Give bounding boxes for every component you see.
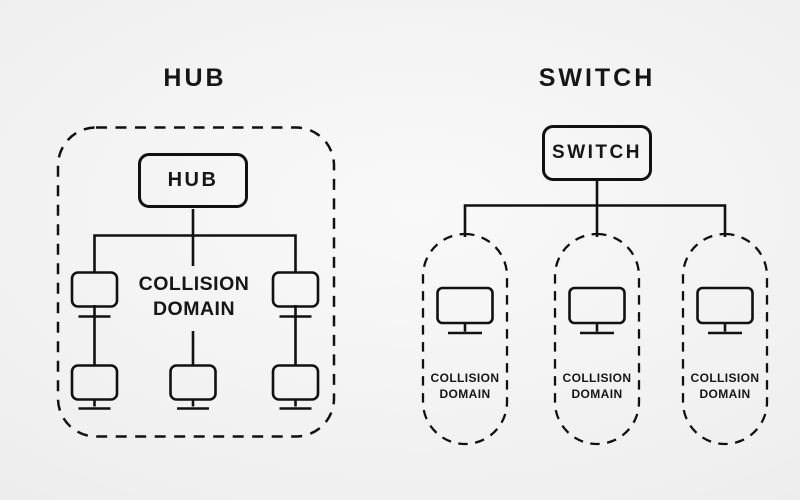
monitor-icon (436, 286, 494, 335)
monitor-icon (169, 364, 217, 410)
monitor-icon (568, 286, 626, 335)
monitor-icon (271, 271, 320, 318)
switch-connector-lines (463, 181, 727, 237)
switch-collision-domain-capsule (553, 232, 641, 446)
hub-device-box: HUB (138, 153, 248, 208)
switch-collision-domain-capsule (421, 232, 509, 446)
monitor-icon (271, 364, 320, 410)
hub-collision-domain-boundary (56, 126, 336, 438)
hub-device-label: HUB (167, 169, 219, 191)
switch-device-label: SWITCH (552, 142, 642, 163)
monitor-icon (70, 364, 119, 410)
switch-device-box: SWITCH (542, 125, 652, 181)
switch-section-title: SWITCH (538, 64, 656, 92)
monitor-icon (696, 286, 754, 335)
switch-collision-domain-label: COLLISION DOMAIN (690, 371, 760, 401)
hub-connector-lines (93, 209, 297, 366)
switch-collision-domain-label: COLLISION DOMAIN (562, 371, 632, 401)
switch-collision-domain-label: COLLISION DOMAIN (430, 371, 500, 401)
hub-section-title: HUB (163, 64, 227, 92)
switch-collision-domain-capsule (681, 232, 769, 446)
hub-collision-domain-label: COLLISION DOMAIN (138, 273, 250, 320)
monitor-icon (70, 271, 119, 318)
